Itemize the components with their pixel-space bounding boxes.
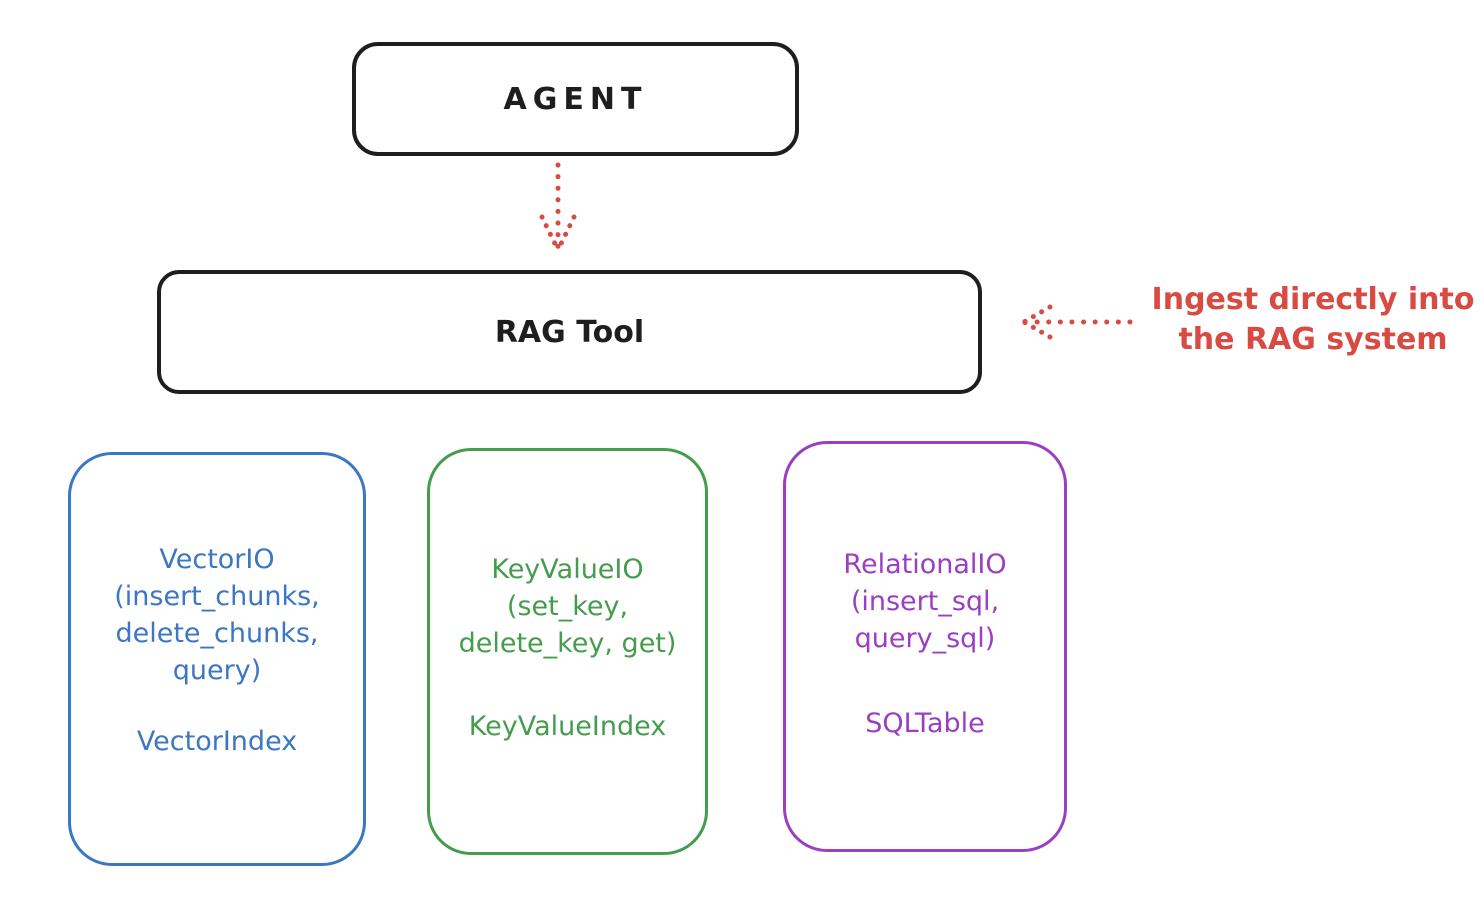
- vector-index-label: VectorIndex: [136, 726, 298, 757]
- agent-label: AGENT: [503, 81, 648, 117]
- rag-tool-node: RAG Tool: [157, 270, 982, 394]
- vector-io-body: VectorIO (insert_chunks, delete_chunks, …: [114, 544, 320, 686]
- key-value-index-label: KeyValueIndex: [468, 711, 667, 742]
- relational-io-body: RelationalIO (insert_sql, query_sql): [843, 549, 1007, 654]
- relational-io-node: RelationalIO (insert_sql, query_sql) SQL…: [783, 441, 1067, 852]
- agent-node: AGENT: [352, 42, 799, 156]
- vector-io-node: VectorIO (insert_chunks, delete_chunks, …: [68, 452, 366, 866]
- agent-to-ragtool-arrow: [528, 160, 588, 260]
- ingest-note: Ingest directly into the RAG system: [1151, 282, 1475, 357]
- key-value-io-body: KeyValueIO (set_key, delete_key, get): [458, 554, 677, 659]
- sql-table-label: SQLTable: [865, 708, 985, 739]
- dotted-left-arrow-icon: [1021, 304, 1133, 340]
- key-value-io-node: KeyValueIO (set_key, delete_key, get) Ke…: [427, 448, 708, 855]
- ingest-note-arrow: [1014, 299, 1136, 345]
- rag-tool-label: RAG Tool: [494, 314, 645, 350]
- dotted-down-arrow-icon: [539, 162, 577, 253]
